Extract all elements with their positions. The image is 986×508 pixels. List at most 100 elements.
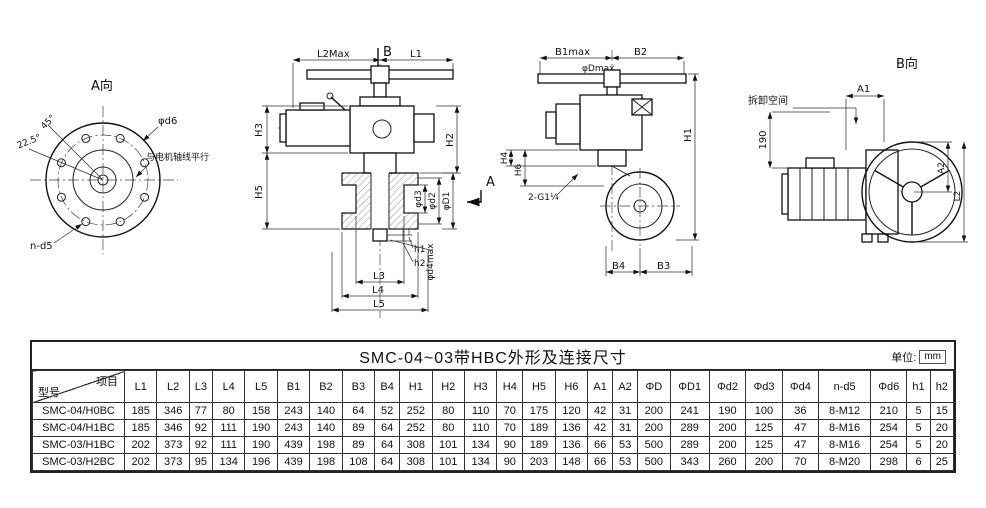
thread-note: 2-G1¼ <box>528 193 559 203</box>
value-cell: 202 <box>123 453 158 471</box>
value-cell: 158 <box>244 402 278 420</box>
column-header: ΦD1 <box>669 370 710 403</box>
dim-label-phi-d4max: φd4max <box>426 243 436 281</box>
dim-label-l2: L2 <box>953 191 963 202</box>
value-cell: 175 <box>522 402 556 420</box>
value-cell: 64 <box>341 402 376 420</box>
column-header: A2 <box>612 370 639 403</box>
header-item-label: 项目 <box>96 376 118 388</box>
value-cell: 252 <box>399 419 433 437</box>
value-cell: 111 <box>211 419 246 437</box>
value-cell: 89 <box>341 419 376 437</box>
column-header: h1 <box>906 370 931 403</box>
value-cell: 439 <box>276 436 311 454</box>
column-header: L5 <box>244 370 278 403</box>
column-header: B2 <box>309 370 343 403</box>
column-header: Φd3 <box>745 370 783 403</box>
value-cell: 346 <box>156 402 190 420</box>
value-cell: 25 <box>929 453 955 471</box>
dim-label-190: 190 <box>758 130 769 149</box>
value-cell: 42 <box>587 402 614 420</box>
model-cell: SMC-03/H1BC <box>32 436 125 454</box>
angle-225-label: 22.5° <box>16 133 43 151</box>
value-cell: 346 <box>156 419 190 437</box>
dim-label-h2: H2 <box>445 133 456 147</box>
dim-label-a2: A2 <box>937 162 947 174</box>
value-cell: 136 <box>554 419 589 437</box>
value-cell: 200 <box>637 402 671 420</box>
model-cell: SMC-04/H1BC <box>32 419 125 437</box>
column-header: n-d5 <box>818 370 872 403</box>
value-cell: 31 <box>612 402 639 420</box>
value-cell: 101 <box>431 436 465 454</box>
column-header: H4 <box>496 370 524 403</box>
value-cell: 101 <box>431 453 465 471</box>
value-cell: 243 <box>276 419 311 437</box>
value-cell: 134 <box>463 436 498 454</box>
column-header: B1 <box>276 370 311 403</box>
column-header: H3 <box>463 370 498 403</box>
dim-label-h5: H5 <box>254 185 265 199</box>
column-header: L3 <box>188 370 213 403</box>
value-cell: 189 <box>522 436 556 454</box>
value-cell: 185 <box>123 402 158 420</box>
column-header: L1 <box>123 370 158 403</box>
flange-outline <box>45 122 161 238</box>
dim-label-l2max: L2Max <box>317 49 350 60</box>
dim-label-phi-D1: φD1 <box>442 192 452 211</box>
value-cell: 373 <box>156 436 190 454</box>
value-cell: 243 <box>276 402 311 420</box>
model-cell: SMC-04/H0BC <box>32 402 125 420</box>
table-title-bar: SMC-04~03带HBC外形及连接尺寸 单位: mm <box>32 342 954 370</box>
dim-label-b3: B3 <box>657 261 670 272</box>
dim-label-h6: H6 <box>514 163 524 176</box>
value-cell: 70 <box>496 402 524 420</box>
dim-label-b2: B2 <box>634 47 647 58</box>
dim-label-h3: H3 <box>254 123 265 137</box>
dim-label-l3: L3 <box>373 271 385 282</box>
view-a-title: A向 <box>91 78 113 94</box>
value-cell: 80 <box>211 402 246 420</box>
value-cell: 120 <box>554 402 589 420</box>
value-cell: 15 <box>929 402 955 420</box>
value-cell: 189 <box>522 419 556 437</box>
value-cell: 200 <box>708 419 747 437</box>
value-cell: 66 <box>587 453 614 471</box>
value-cell: 47 <box>781 436 820 454</box>
dim-label-phi-dmax: φDmax <box>582 64 615 74</box>
value-cell: 66 <box>587 436 614 454</box>
value-cell: 289 <box>669 419 710 437</box>
value-cell: 64 <box>374 419 401 437</box>
value-cell: 190 <box>244 436 278 454</box>
value-cell: 260 <box>708 453 747 471</box>
dim-label-h1: H1 <box>683 128 694 142</box>
value-cell: 111 <box>211 436 246 454</box>
column-header: ΦD <box>637 370 671 403</box>
value-cell: 5 <box>906 436 931 454</box>
value-cell: 31 <box>612 419 639 437</box>
header-diagonal-cell: 项目 型号 <box>32 370 125 403</box>
dim-label-phi-d3: φd3 <box>414 190 424 207</box>
column-header: Φd4 <box>781 370 820 403</box>
value-cell: 89 <box>341 436 376 454</box>
value-cell: 198 <box>309 453 343 471</box>
value-cell: 210 <box>870 402 908 420</box>
value-cell: 92 <box>188 436 213 454</box>
value-cell: 100 <box>745 402 783 420</box>
value-cell: 254 <box>870 419 908 437</box>
engineering-drawing: A向 45° 22.5° φd6 与电机轴线平行 n-d5 <box>16 45 968 318</box>
value-cell: 134 <box>463 453 498 471</box>
dim-label-b4: B4 <box>612 261 625 272</box>
value-cell: 64 <box>374 436 401 454</box>
column-header: L2 <box>156 370 190 403</box>
value-cell: 95 <box>188 453 213 471</box>
value-cell: 200 <box>708 436 747 454</box>
value-cell: 8-M12 <box>818 402 872 420</box>
value-cell: 6 <box>906 453 931 471</box>
dim-label-a1: A1 <box>857 84 870 95</box>
value-cell: 47 <box>781 419 820 437</box>
unit-note: 单位: mm <box>891 349 946 365</box>
value-cell: 80 <box>431 419 465 437</box>
value-cell: 92 <box>188 419 213 437</box>
